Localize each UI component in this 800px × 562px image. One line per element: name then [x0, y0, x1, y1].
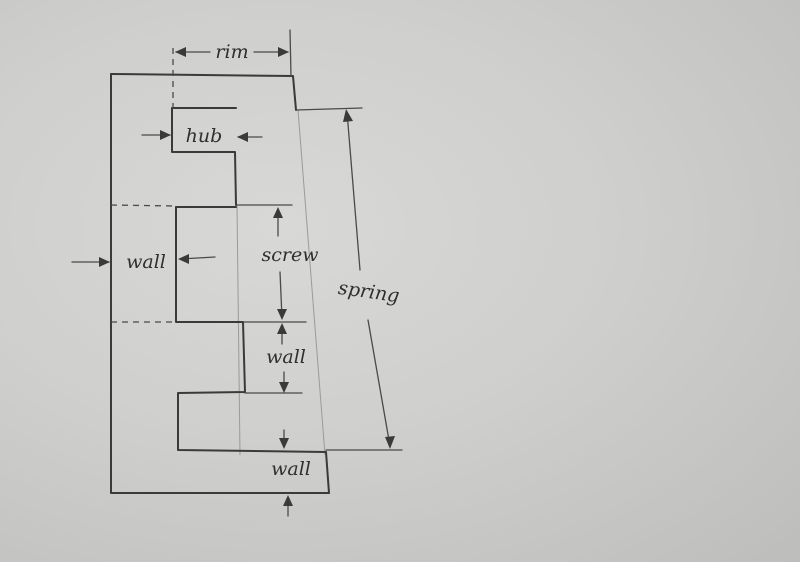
hub-dimension: hub — [141, 125, 263, 147]
spring-dimension: spring — [337, 109, 401, 449]
screw-dimension: screw — [262, 207, 319, 320]
hub-arrow-left — [160, 130, 171, 140]
wall-middle-arrow-top — [277, 323, 287, 334]
rim-label: rim — [215, 41, 248, 63]
faint-guide-lines — [236, 109, 326, 456]
wall-left-arrow-inner — [178, 254, 189, 264]
screw-arrow-top — [273, 207, 283, 218]
section-dashes — [110, 48, 177, 323]
screw-arrow-bottom — [277, 309, 287, 320]
hub-arrow-right — [237, 132, 248, 142]
wall-bottom-arrow-bottom — [283, 495, 293, 506]
wall-left-arrow-outer — [99, 257, 110, 267]
wall-left-label: wall — [126, 251, 166, 273]
hub-label: hub — [186, 125, 223, 147]
wall-left-dimension: wall — [71, 251, 216, 273]
wall-middle-arrow-bottom — [279, 382, 289, 393]
wall-bottom-label: wall — [271, 458, 311, 480]
part-outline — [110, 73, 330, 494]
wall-middle-dimension: wall — [266, 323, 306, 393]
rim-arrow-right — [278, 47, 289, 57]
spring-arrow-bottom — [385, 436, 395, 449]
spring-arrow-top — [343, 109, 353, 122]
spring-label: spring — [337, 277, 401, 307]
rim-arrow-left — [175, 47, 186, 57]
screw-label: screw — [262, 244, 319, 266]
rim-dimension: rim — [175, 41, 289, 63]
extension-lines — [235, 29, 403, 451]
wall-bottom-dimension: wall — [271, 429, 311, 517]
wall-middle-label: wall — [266, 346, 306, 368]
wall-bottom-arrow-top — [279, 438, 289, 449]
